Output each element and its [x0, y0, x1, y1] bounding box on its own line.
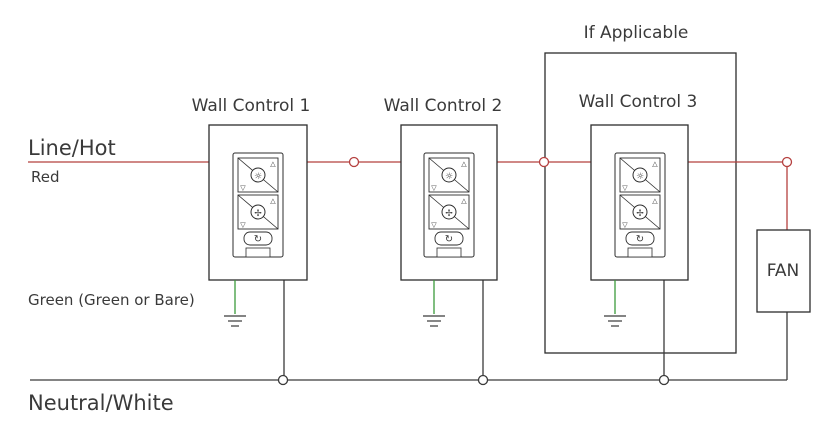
svg-text:△: △	[270, 160, 276, 168]
neutral-junction-3	[658, 374, 670, 386]
wall-control-2-title: Wall Control 2	[384, 96, 503, 116]
svg-text:✢: ✢	[445, 209, 453, 219]
if-applicable-label: If Applicable	[584, 23, 689, 43]
svg-text:△: △	[652, 197, 658, 205]
wall-control-2: Wall Control 2 ☼ △ ▽ ✢ △ ▽ ↻	[384, 96, 503, 281]
lightbulb-icon	[441, 167, 457, 183]
power-cycle-icon: ↻	[636, 234, 644, 245]
fan-label: FAN	[767, 261, 800, 281]
hot-wire	[28, 161, 788, 230]
hot-junction-1	[348, 156, 360, 168]
lightbulb-icon	[632, 167, 648, 183]
fan-box: FAN	[756, 229, 811, 313]
hot-junction-3	[781, 156, 793, 168]
ground-wire-3	[604, 280, 626, 327]
svg-text:△: △	[461, 197, 467, 205]
neutral-junction-2	[477, 374, 489, 386]
wall-control-3: Wall Control 3 ☼ △ ▽ ✢ △ ▽ ↻	[579, 92, 698, 281]
lightbulb-icon	[250, 167, 266, 183]
control-face: ☼ △ ▽ ✢ △ ▽ ↻	[614, 152, 666, 258]
fan-icon	[441, 204, 457, 220]
svg-text:▽: ▽	[431, 221, 437, 229]
green-label: Green (Green or Bare)	[28, 291, 195, 309]
wall-control-1-title: Wall Control 1	[192, 96, 311, 116]
svg-text:▽: ▽	[431, 184, 437, 192]
hot-junction-2	[538, 156, 550, 168]
svg-text:✢: ✢	[254, 209, 262, 219]
svg-text:☼: ☼	[254, 172, 262, 182]
control-face: ☼ △ ▽ ✢ △ ▽ ↻	[423, 152, 475, 258]
wall-control-3-title: Wall Control 3	[579, 92, 698, 112]
svg-text:△: △	[652, 160, 658, 168]
ground-symbol-icon	[423, 315, 445, 327]
if-applicable-box	[544, 52, 737, 354]
wall-control-1: Wall Control 1 ☼ △ ▽ ✢ △ ▽ ↻	[192, 96, 311, 281]
svg-text:▽: ▽	[622, 221, 628, 229]
ground-wire-1	[224, 280, 246, 327]
svg-text:▽: ▽	[240, 221, 246, 229]
svg-text:☼: ☼	[445, 172, 453, 182]
line-hot-label: Line/Hot	[28, 136, 116, 160]
power-cycle-icon: ↻	[254, 234, 262, 245]
fan-icon	[250, 204, 266, 220]
ground-symbol-icon	[224, 315, 246, 327]
svg-text:▽: ▽	[240, 184, 246, 192]
fan-icon	[632, 204, 648, 220]
neutral-junction-1	[277, 374, 289, 386]
red-label: Red	[31, 168, 60, 186]
ground-symbol-icon	[604, 315, 626, 327]
ground-wire-2	[423, 280, 445, 327]
svg-text:△: △	[270, 197, 276, 205]
power-cycle-icon: ↻	[445, 234, 453, 245]
svg-text:☼: ☼	[636, 172, 644, 182]
svg-text:▽: ▽	[622, 184, 628, 192]
neutral-label: Neutral/White	[28, 391, 174, 415]
control-face: ☼ △ ▽ ✢ △ ▽ ↻	[232, 152, 284, 258]
svg-text:✢: ✢	[636, 209, 644, 219]
svg-text:△: △	[461, 160, 467, 168]
